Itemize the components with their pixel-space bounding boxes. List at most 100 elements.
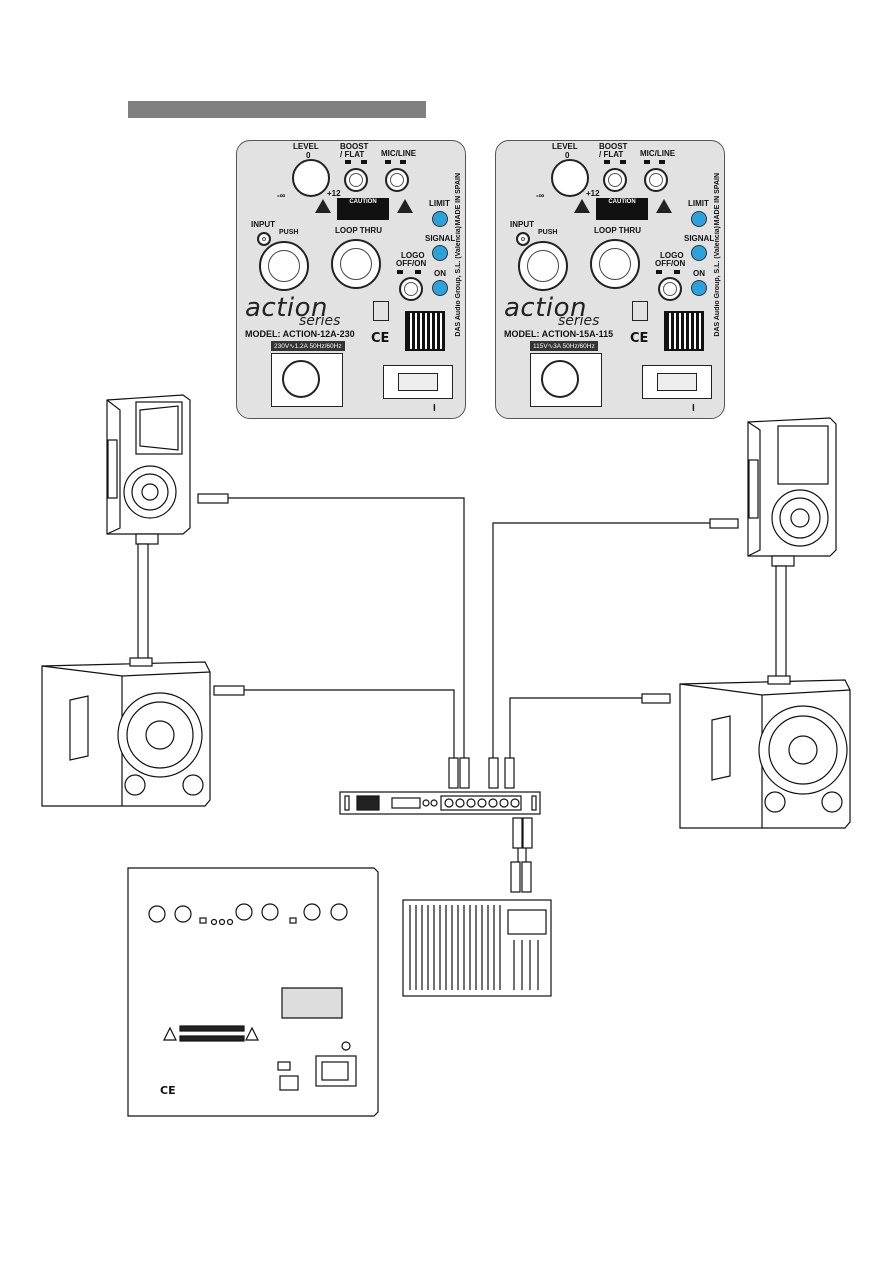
logo-on-indicator [674, 270, 680, 274]
mic-line-button[interactable] [644, 168, 668, 192]
power-switch[interactable] [642, 365, 712, 399]
flat-label: / FLAT [340, 150, 365, 159]
left-pole [137, 543, 149, 663]
level-label: LEVEL [293, 142, 319, 151]
rack-splitter [339, 791, 541, 815]
voltage-label: 115V∿3A 50Hz/60Hz [530, 341, 598, 351]
brand-series: series [299, 313, 341, 329]
flat-label: / FLAT [599, 150, 624, 159]
level-knob[interactable] [292, 159, 330, 197]
powercon-socket[interactable] [530, 353, 602, 407]
brand-logo: action [504, 293, 588, 323]
right-pole [775, 565, 787, 682]
caution-text: CAUTION [349, 199, 377, 205]
switch-on-mark: I [433, 403, 436, 414]
limit-label: LIMIT [429, 199, 450, 208]
limit-label: LIMIT [688, 199, 709, 208]
level-max-label: +12 [586, 189, 600, 198]
loop-thru-label: LOOP THRU [594, 226, 641, 235]
mic-indicator [644, 160, 650, 164]
qr-code [664, 311, 704, 351]
model-label: MODEL: ACTION-15A-115 [504, 329, 614, 339]
left-top-speaker [106, 394, 191, 545]
signal-label: SIGNAL [425, 234, 456, 243]
level-zero-label: 0 [306, 151, 311, 160]
flat-indicator [620, 160, 626, 164]
caution-text: CAUTION [608, 199, 636, 205]
loop-thru-label: LOOP THRU [335, 226, 382, 235]
section-title-bar [128, 101, 426, 118]
level-zero-label: 0 [565, 151, 570, 160]
boost-flat-button[interactable] [603, 168, 627, 192]
input-latch [516, 232, 530, 246]
brand-logo: action [245, 293, 329, 323]
right-top-speaker [747, 417, 837, 567]
input-combo-jack[interactable] [259, 241, 309, 291]
qr-code [405, 311, 445, 351]
signal-led [432, 245, 448, 261]
warning-icon [574, 199, 590, 213]
signal-led [691, 245, 707, 261]
rear-panel-action-15a: LEVEL 0 -∞ +12 BOOST / FLAT MIC/LINE CAU… [495, 140, 725, 419]
boost-flat-button[interactable] [344, 168, 368, 192]
logo-on-off-label: OFF/ON [655, 259, 686, 268]
left-subwoofer [41, 657, 211, 807]
level-min-label: -∞ [277, 191, 286, 200]
line-indicator [400, 160, 406, 164]
boost-label: BOOST [599, 142, 628, 151]
logo-label: LOGO [660, 251, 684, 260]
level-max-label: +12 [327, 189, 341, 198]
brand-series: series [558, 313, 600, 329]
subwoofer-amp-panel [127, 867, 379, 1117]
mic-line-label: MIC/LINE [381, 149, 417, 158]
sub-panel-ce-mark: CE [160, 1084, 176, 1097]
line-indicator [659, 160, 665, 164]
input-latch [257, 232, 271, 246]
mic-line-label: MIC/LINE [640, 149, 676, 158]
logo-button[interactable] [658, 277, 682, 301]
logo-button[interactable] [399, 277, 423, 301]
voltage-label: 230V∿1.2A 50Hz/60Hz [271, 341, 345, 351]
push-label: PUSH [538, 229, 558, 236]
loop-thru-xlr[interactable] [590, 239, 640, 289]
mixing-console [402, 899, 552, 997]
signal-label: SIGNAL [684, 234, 715, 243]
power-switch[interactable] [383, 365, 453, 399]
level-knob[interactable] [551, 159, 589, 197]
logo-off-indicator [397, 270, 403, 274]
ce-mark: CE [371, 331, 390, 346]
caution-label: CAUTION [337, 198, 389, 220]
input-label: INPUT [251, 220, 275, 229]
weee-bin-icon [373, 301, 389, 321]
xlr-plugs [197, 493, 739, 893]
logo-on-indicator [415, 270, 421, 274]
warning-icon [656, 199, 672, 213]
weee-bin-icon [632, 301, 648, 321]
powercon-socket[interactable] [271, 353, 343, 407]
level-label: LEVEL [552, 142, 578, 151]
on-led [432, 280, 448, 296]
mic-line-button[interactable] [385, 168, 409, 192]
push-label: PUSH [279, 229, 299, 236]
input-combo-jack[interactable] [518, 241, 568, 291]
on-label: ON [434, 269, 446, 278]
warning-icon [315, 199, 331, 213]
limit-led [432, 211, 448, 227]
boost-label: BOOST [340, 142, 369, 151]
mic-indicator [385, 160, 391, 164]
logo-off-indicator [656, 270, 662, 274]
on-led [691, 280, 707, 296]
input-label: INPUT [510, 220, 534, 229]
switch-on-mark: I [692, 403, 695, 414]
model-label: MODEL: ACTION-12A-230 [245, 329, 355, 339]
level-min-label: -∞ [536, 191, 545, 200]
loop-thru-xlr[interactable] [331, 239, 381, 289]
boost-indicator [604, 160, 610, 164]
warning-icon [397, 199, 413, 213]
flat-indicator [361, 160, 367, 164]
limit-led [691, 211, 707, 227]
logo-on-off-label: OFF/ON [396, 259, 427, 268]
caution-label: CAUTION [596, 198, 648, 220]
cables [228, 497, 710, 862]
